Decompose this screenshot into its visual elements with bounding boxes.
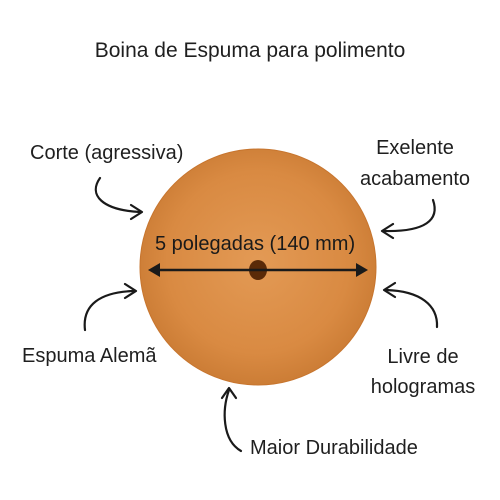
curved-arrow-bottom-left-icon	[83, 282, 138, 332]
label-livre-de-hologramas: Livre de hologramas	[358, 342, 488, 402]
label-line: hologramas	[370, 376, 476, 398]
label-line: Livre de	[387, 346, 459, 368]
curved-arrow-bottom-center-icon	[220, 386, 243, 453]
label-dimension: 5 polegadas (140 mm)	[155, 233, 356, 255]
label-corte: Corte (agressiva)	[30, 142, 184, 164]
label-espuma-alema: Espuma Alemã	[22, 345, 157, 367]
arrowhead-right-icon	[356, 263, 368, 277]
curved-arrow-bottom-right-icon	[382, 281, 439, 329]
label-line: acabamento	[359, 168, 471, 190]
label-line: Exelente	[376, 137, 454, 159]
diameter-arrow	[148, 263, 368, 277]
label-exelente-acabamento: Exelente acabamento	[350, 133, 480, 195]
page-title: Boina de Espuma para polimento	[94, 39, 406, 62]
arrowhead-left-icon	[148, 263, 160, 277]
curved-arrow-top-right-icon	[380, 198, 436, 240]
curved-arrow-top-left-icon	[94, 176, 144, 221]
label-maior-durabilidade: Maior Durabilidade	[250, 437, 418, 459]
